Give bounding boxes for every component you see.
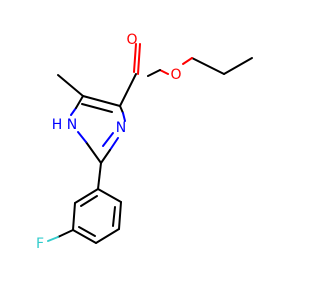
structure-drawing: O O N N H F [36,32,253,252]
bond-carbonyl-b [133,43,137,73]
bond-carbonyl-ring [119,73,137,107]
bond-c-f [57,229,74,238]
bond-methyl [57,74,84,97]
bond-o-ester-carbonyl [159,69,169,75]
bond-ph5 [72,202,76,231]
atom-fluorine: F [36,236,44,252]
bond-o-ester-ch2 [182,57,193,65]
bond-c2-phenyl [97,162,102,190]
bond-ph4-inner [78,226,96,237]
atom-n-imine: N [116,120,126,136]
atom-h-amine: H [52,117,63,133]
bond-ph6-inner [80,195,98,207]
bond-c-f-colored [47,236,59,242]
bond-c2-n1-colored [77,131,87,143]
atom-o-ester: O [170,67,181,83]
bond-ph4 [72,229,97,244]
atom-n-amine: N [67,117,77,133]
bond-c2-n1 [85,141,102,164]
bond-n3-c2 [109,137,119,151]
bond-ethyl-ch2 [191,57,225,75]
bond-n1-c5 [75,95,84,109]
bond-c5-c4 [82,95,121,107]
bond-ph3 [95,228,120,244]
bond-ester-carbon [147,69,161,77]
bond-ph1 [97,188,122,203]
bond-n3-c2-black [100,149,111,164]
bond-carbonyl-a [137,43,141,75]
bond-n3-c2-double [102,132,114,147]
bond-ph2-inner [112,206,116,227]
bond-c4-n3-colored [122,112,126,122]
bond-ethyl-ch3 [223,57,253,75]
bond-ph2 [118,201,122,230]
bond-n1-c5-colored [70,107,77,116]
atom-o-carbonyl: O [126,32,137,48]
bond-ph6 [74,188,99,204]
bond-c5-c4-double [81,103,113,113]
bond-c4-n3 [119,105,124,114]
molecule-diagram: O O N N H F [36,32,253,252]
